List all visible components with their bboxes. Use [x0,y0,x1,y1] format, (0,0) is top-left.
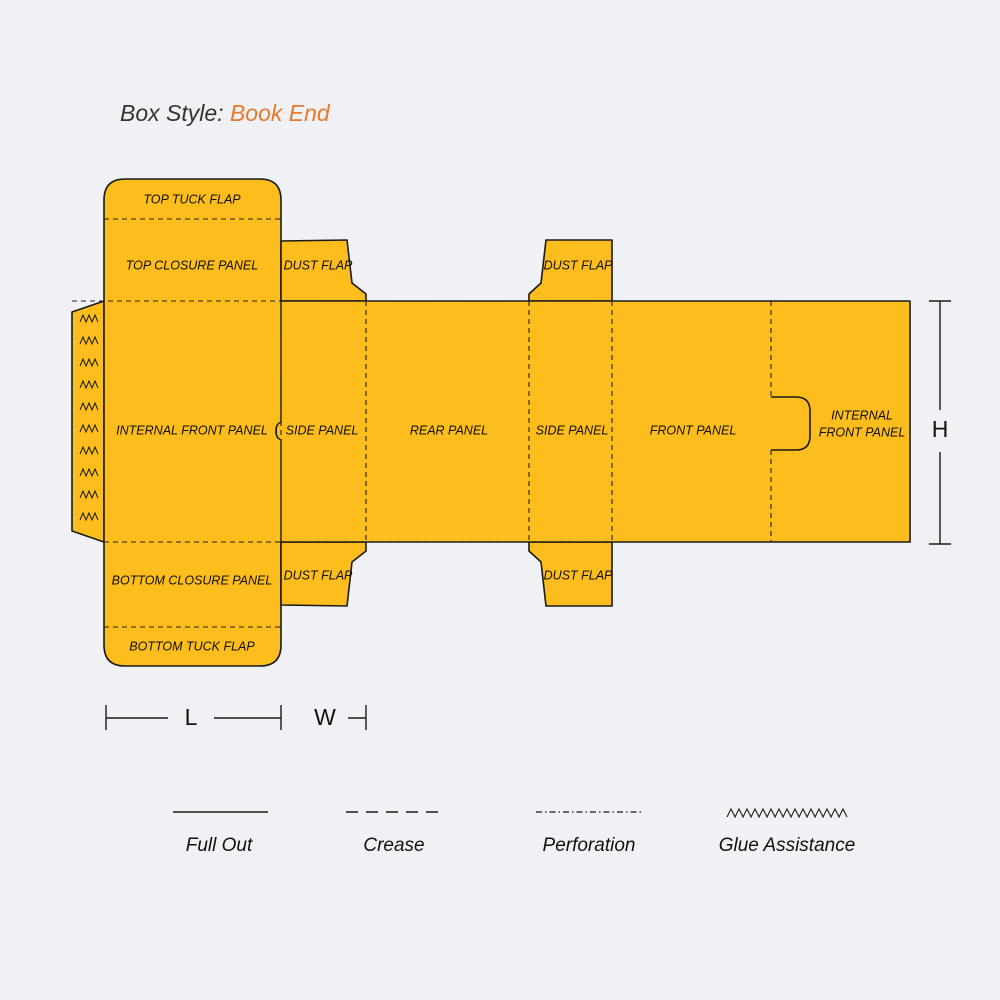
box-style-prefix: Box Style: [120,100,224,126]
label-side-panel-left: SIDE PANEL [286,423,359,437]
dimension-height: H [929,300,951,545]
legend-zigzag-line [726,807,848,819]
label-bottom-tuck-flap: BOTTOM TUCK FLAP [129,639,255,653]
legend: Full Out Crease Perforation Glue Assista… [173,807,856,856]
legend-item-perforation: Perforation [536,811,644,856]
label-dust-flap-bottom-right: DUST FLAP [544,568,613,582]
label-internal-front-panel-right-1: INTERNAL [831,408,893,422]
legend-label-glue-assistance: Glue Assistance [719,835,856,856]
dimension-length-label: L [185,704,198,730]
box-style-name: Book End [229,100,330,126]
label-side-panel-right: SIDE PANEL [536,423,609,437]
label-dust-flap-bottom-left: DUST FLAP [284,568,353,582]
glue-assistance-pattern [79,313,99,522]
label-internal-front-panel-left: INTERNAL FRONT PANEL [116,423,268,437]
dimension-width-label: W [314,704,336,730]
legend-item-glue-assistance: Glue Assistance [719,807,856,856]
label-dust-flap-top-right: DUST FLAP [544,258,613,272]
legend-label-perforation: Perforation [543,835,636,856]
glue-flap [71,300,105,543]
dimension-length: L [105,704,282,730]
legend-item-full-out: Full Out [173,811,268,856]
thumb-notch [771,396,811,451]
label-top-closure-panel: TOP CLOSURE PANEL [126,258,258,272]
label-internal-front-panel-right-2: FRONT PANEL [819,425,906,439]
label-top-tuck-flap: TOP TUCK FLAP [143,192,241,206]
dimension-width: W [314,704,367,730]
label-front-panel: FRONT PANEL [650,423,737,437]
label-dust-flap-top-left: DUST FLAP [284,258,353,272]
main-body-strip [280,300,911,543]
legend-item-crease: Crease [346,811,444,856]
label-bottom-closure-panel: BOTTOM CLOSURE PANEL [112,573,273,587]
legend-label-full-out: Full Out [186,835,253,856]
label-rear-panel: REAR PANEL [410,423,488,437]
box-style-title: Box Style: Book End [120,100,330,127]
legend-label-crease: Crease [363,835,424,856]
dimension-height-label: H [932,416,949,442]
